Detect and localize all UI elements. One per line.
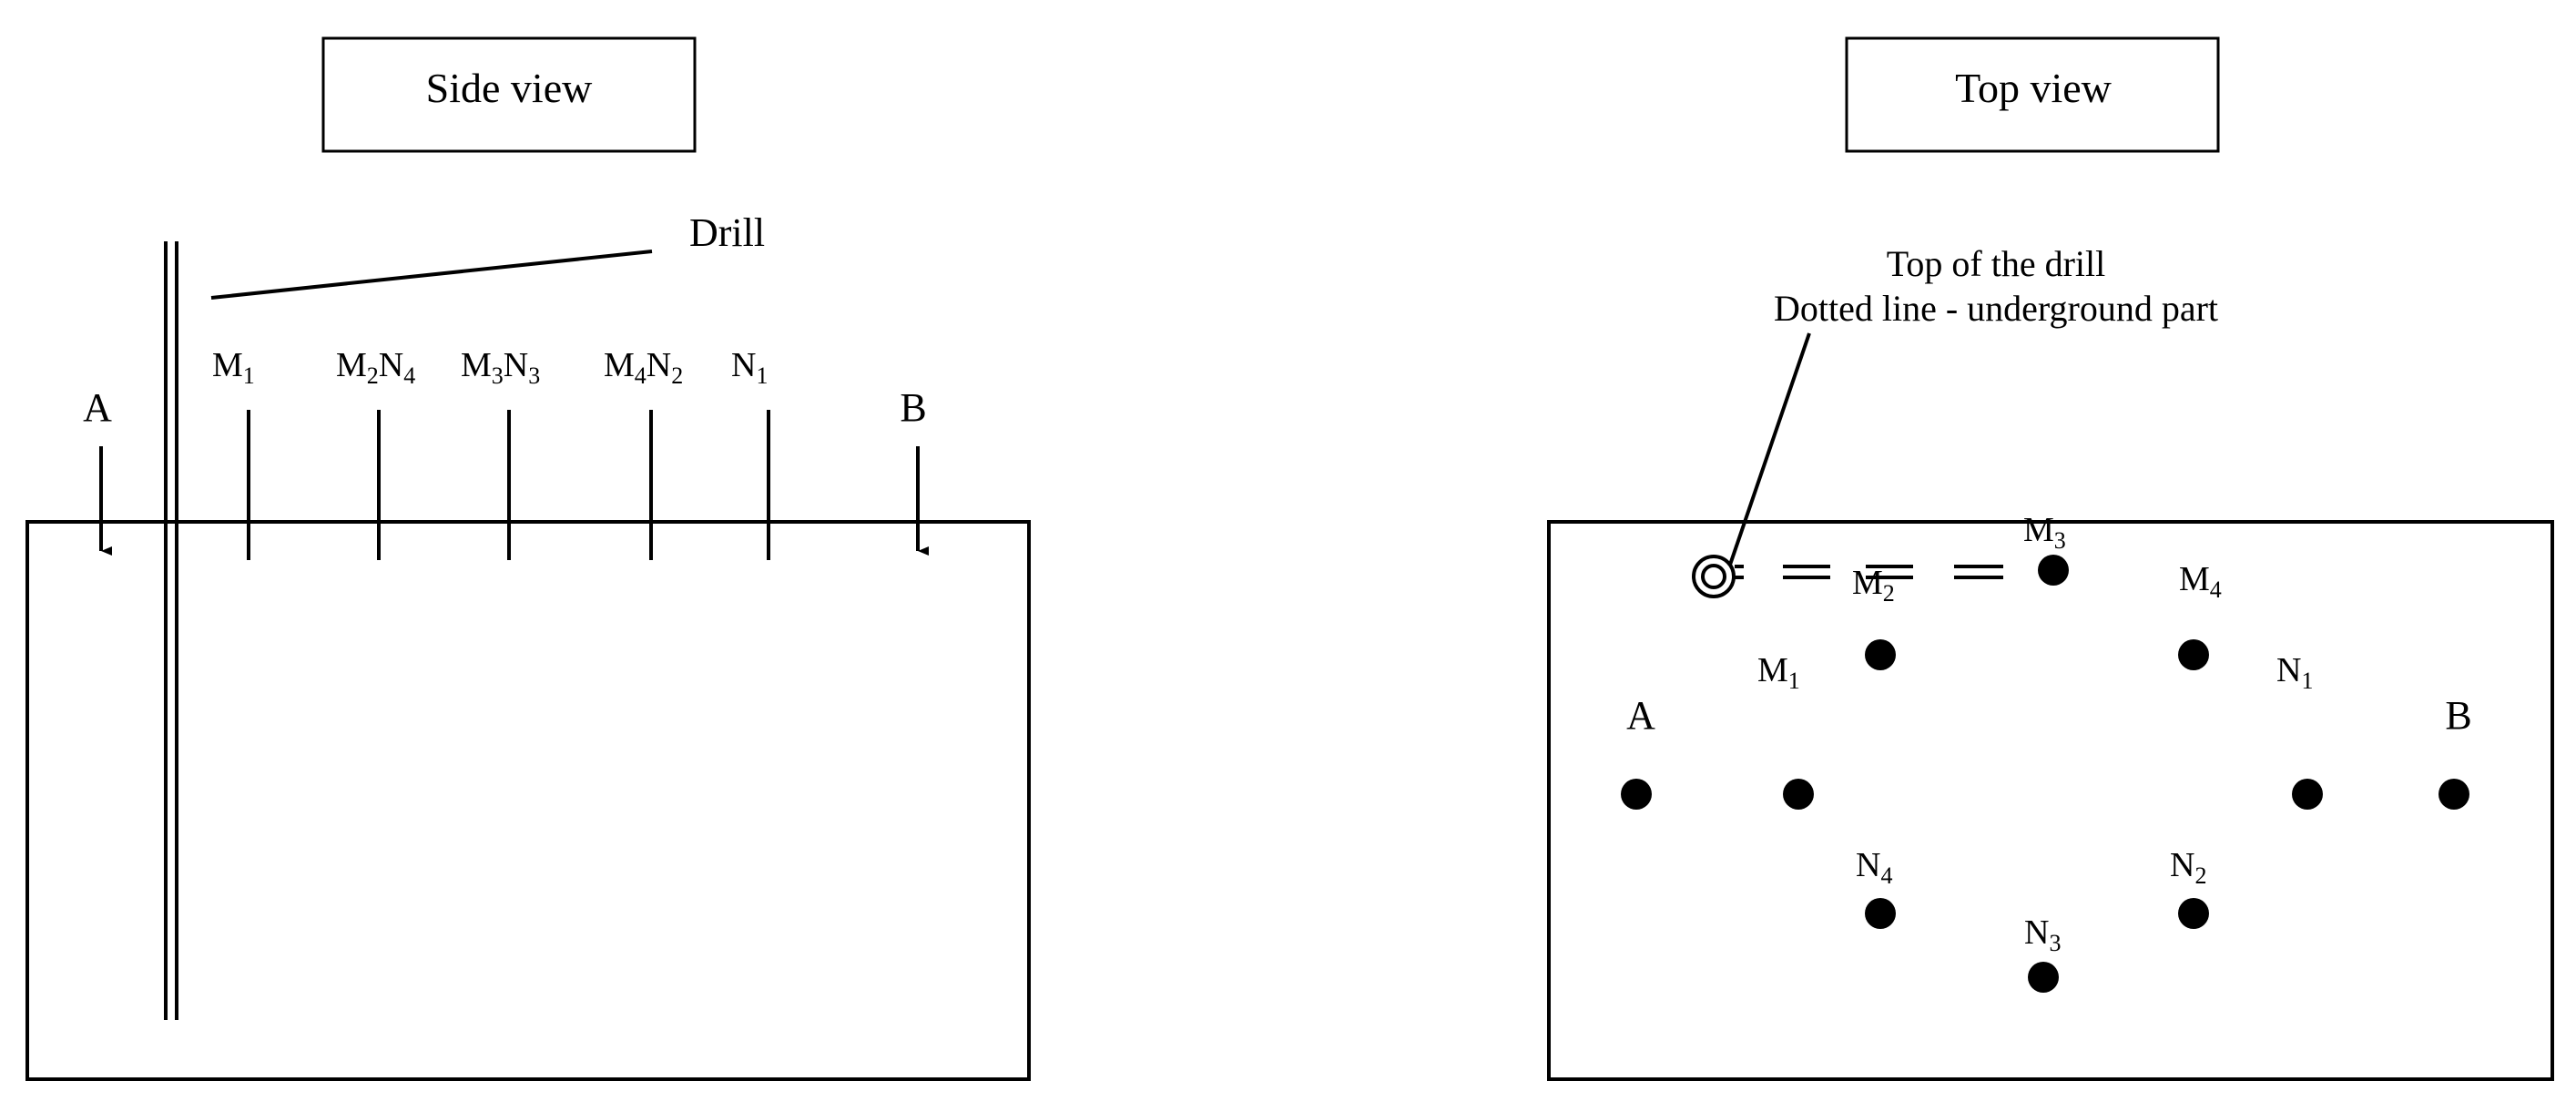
side-point-a-label: A [83, 385, 112, 430]
top-view-panel: Top view Top of the drill Dotted line - … [1547, 36, 2554, 1081]
side-point-b-label: B [900, 385, 926, 430]
top-label-m3: M3 [2023, 511, 2066, 554]
side-view-title: Side view [426, 65, 593, 111]
drill-top-note-line2: Dotted line - underground part [1774, 288, 2218, 329]
side-label-m4n2: M4N2 [604, 346, 683, 389]
top-label-a: A [1626, 693, 1655, 738]
side-label-m2n4: M2N4 [336, 346, 415, 389]
top-point-m1 [1783, 779, 1814, 810]
top-point-a [1621, 779, 1652, 810]
top-point-n3 [2028, 962, 2059, 993]
side-label-m3n3: M3N3 [461, 346, 540, 389]
top-point-m3 [2038, 555, 2069, 586]
top-label-m1: M1 [1757, 651, 1800, 694]
top-point-n1 [2292, 779, 2323, 810]
top-point-m4 [2178, 639, 2209, 670]
drill-underground-dashes [1735, 565, 2003, 579]
top-view-title-box [1845, 36, 2220, 153]
top-label-n1: N1 [2276, 651, 2313, 694]
drill-label: Drill [689, 210, 765, 255]
side-label-m1: M1 [212, 346, 255, 389]
top-point-n2 [2178, 898, 2209, 929]
drill-top-outer-ring [1692, 555, 1736, 598]
side-label-n1: N1 [731, 346, 768, 389]
top-point-b [2439, 779, 2469, 810]
top-view-ground-block [1547, 520, 2554, 1081]
top-view-title: Top view [1955, 65, 2113, 111]
drill-top-inner-ring [1701, 564, 1726, 589]
top-label-n4: N4 [1856, 846, 1892, 889]
top-label-n3: N3 [2024, 913, 2061, 956]
top-point-m2 [1865, 639, 1896, 670]
top-label-m4: M4 [2179, 560, 2222, 603]
drill-leader-line [210, 250, 653, 300]
top-label-n2: N2 [2170, 846, 2206, 889]
side-view-title-box [321, 36, 697, 153]
top-point-n4 [1865, 898, 1896, 929]
drill-top-note-line1: Top of the drill [1887, 243, 2106, 284]
top-label-m2: M2 [1852, 564, 1895, 607]
side-view-ground-block [25, 520, 1031, 1081]
drill-top-leader-line [1728, 332, 1811, 566]
side-view-panel: Side view Drill A B M1 M2N4 M3N3 M4N2 N1 [25, 36, 1031, 1081]
top-label-b: B [2445, 693, 2471, 738]
